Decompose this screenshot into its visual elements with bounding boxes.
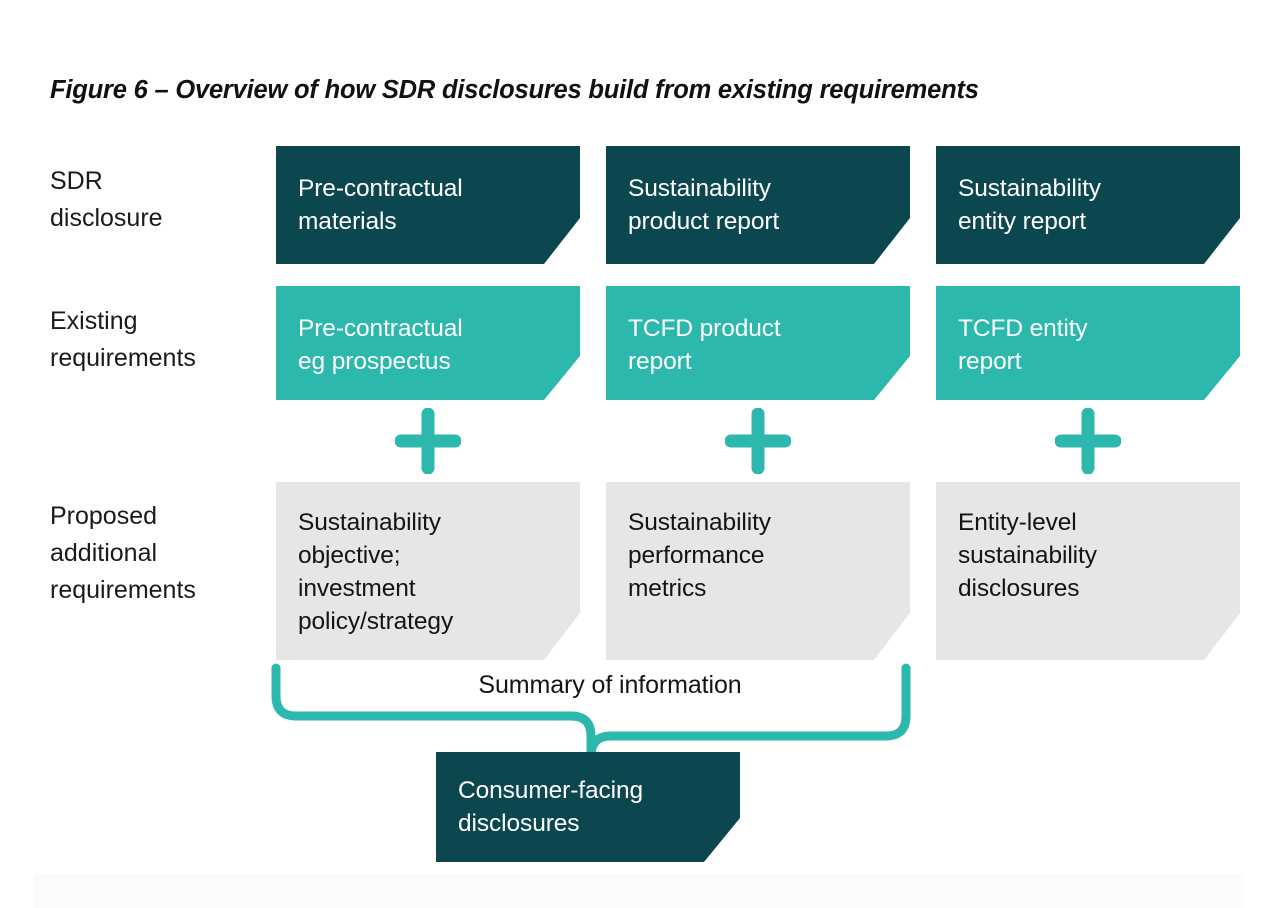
plus-icon-column-3 — [1054, 407, 1122, 475]
chamfered-shape — [936, 482, 1240, 660]
summary-bracket-connector — [260, 660, 930, 770]
box-sdr-sustainability-product-report: Sustainability product report — [606, 146, 910, 264]
row-label-sdr-disclosure: SDR disclosure — [50, 167, 163, 232]
box-label: Pre-contractual materials — [298, 175, 463, 235]
box-label: Entity-level sustainability disclosures — [958, 509, 1097, 602]
chamfered-shape — [936, 146, 1240, 264]
chamfered-shape — [606, 146, 910, 264]
box-existing-tcfd-entity-report: TCFD entity report — [936, 286, 1240, 400]
box-label: Pre-contractual eg prospectus — [298, 315, 463, 375]
box-consumer-facing-disclosures: Consumer-facing disclosures — [436, 752, 740, 862]
box-sdr-sustainability-entity-report: Sustainability entity report — [936, 146, 1240, 264]
box-label: Sustainability product report — [628, 175, 780, 235]
chamfered-shape — [606, 286, 910, 400]
summary-of-information-label: Summary of information — [478, 671, 742, 699]
plus-icon-column-2 — [724, 407, 792, 475]
row-label-proposed-additional-requirements: Proposed additional requirements — [50, 502, 196, 604]
chamfered-shape — [606, 482, 910, 660]
box-proposed-sustainability-objective: Sustainability objective; investment pol… — [276, 482, 580, 660]
chamfered-shape — [276, 482, 580, 660]
footer-strip — [34, 874, 1244, 908]
box-label: TCFD product report — [628, 315, 781, 375]
box-proposed-entity-level-disclosures: Entity-level sustainability disclosures — [936, 482, 1240, 660]
plus-icon-column-1 — [394, 407, 462, 475]
chamfered-shape — [436, 752, 740, 862]
box-label: Sustainability performance metrics — [628, 509, 771, 602]
chamfered-shape — [936, 286, 1240, 400]
row-label-existing-requirements: Existing requirements — [50, 307, 196, 372]
box-label: TCFD entity report — [958, 315, 1088, 375]
box-existing-pre-contractual-prospectus: Pre-contractual eg prospectus — [276, 286, 580, 400]
box-proposed-sustainability-performance-metrics: Sustainability performance metrics — [606, 482, 910, 660]
box-existing-tcfd-product-report: TCFD product report — [606, 286, 910, 400]
chamfered-shape — [276, 286, 580, 400]
box-label: Sustainability objective; investment pol… — [298, 509, 454, 635]
box-sdr-pre-contractual-materials: Pre-contractual materials — [276, 146, 580, 264]
box-label: Consumer-facing disclosures — [458, 777, 644, 837]
box-label: Sustainability entity report — [958, 175, 1101, 235]
figure-title: Figure 6 – Overview of how SDR disclosur… — [50, 76, 979, 104]
chamfered-shape — [276, 146, 580, 264]
